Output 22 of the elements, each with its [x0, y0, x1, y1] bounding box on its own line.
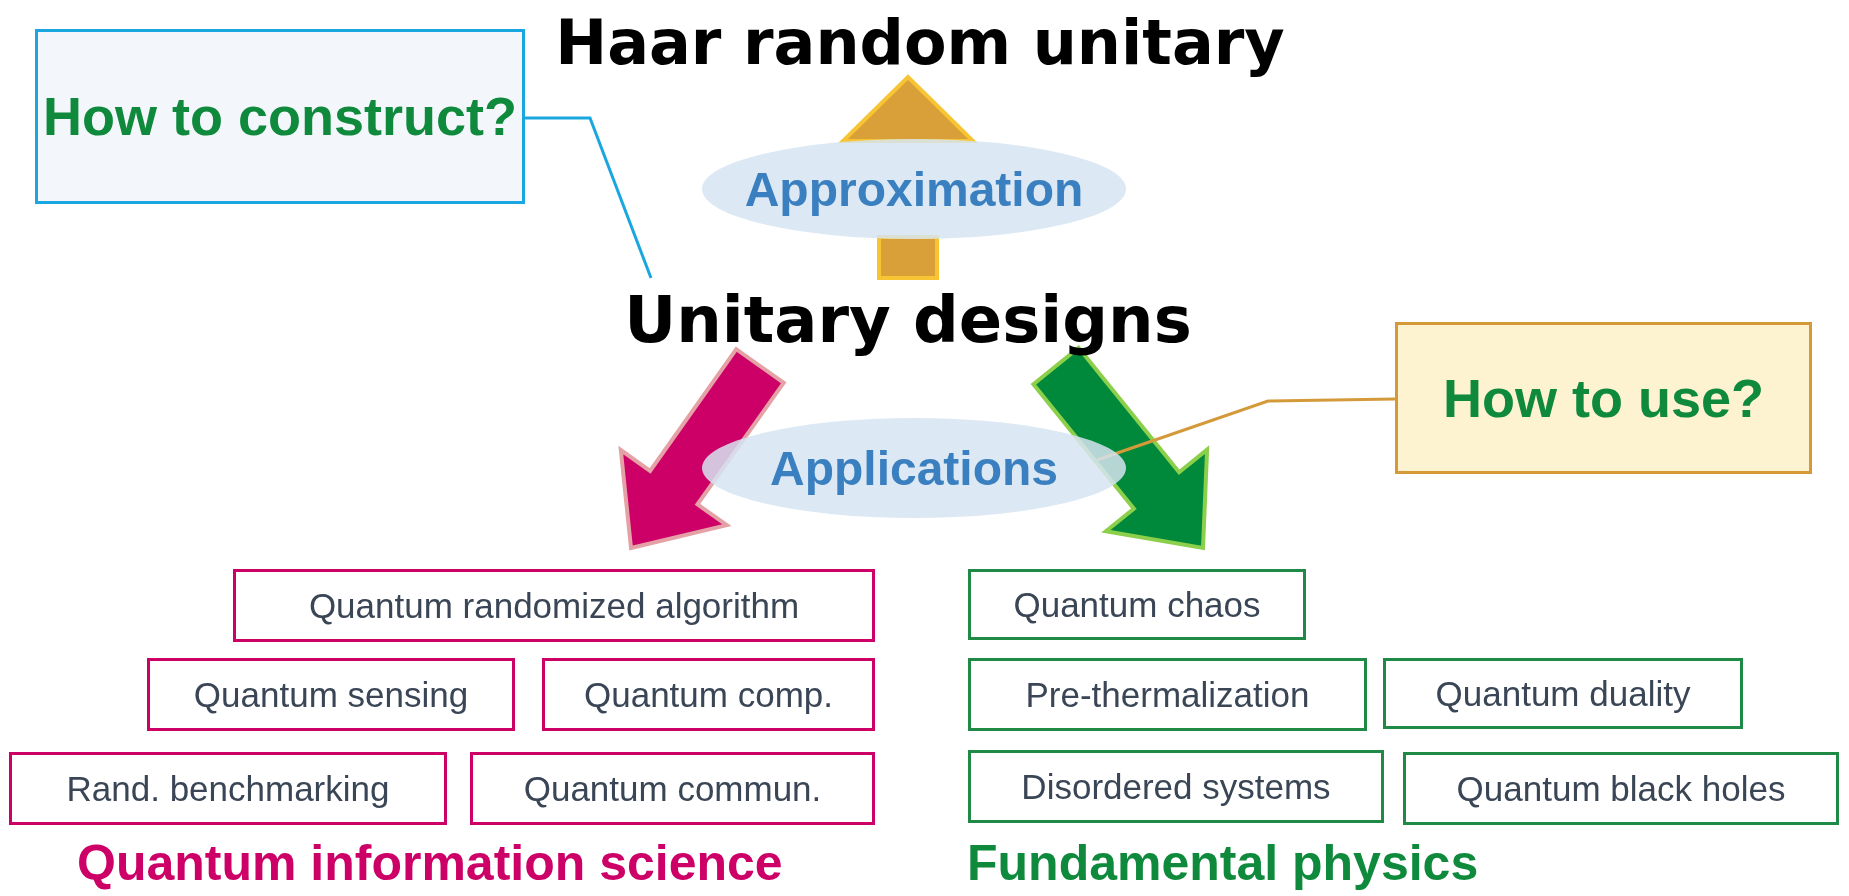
ellipse-label: Applications: [702, 418, 1126, 518]
heading-text: Unitary designs: [624, 283, 1192, 357]
group-heading: Fundamental physics: [967, 834, 1479, 892]
block-arrow: [1030, 345, 1210, 551]
topic-box: Rand. benchmarking: [9, 752, 447, 825]
topic-box: Quantum duality: [1383, 658, 1743, 729]
topic-box: Pre-thermalization: [968, 658, 1367, 731]
group-heading: Quantum information science: [77, 834, 783, 892]
callout-box: How to use?: [1395, 322, 1812, 474]
callout-box: How to construct?: [35, 29, 525, 204]
title-text: Haar random unitary: [555, 6, 1285, 79]
ellipse-label: Approximation: [702, 139, 1126, 239]
block-arrow: [838, 74, 978, 143]
topic-box: Quantum commun.: [470, 752, 875, 825]
block-arrow: [618, 346, 787, 551]
leader-line: [525, 116, 653, 279]
topic-box: Quantum comp.: [542, 658, 875, 731]
topic-box: Quantum chaos: [968, 569, 1306, 640]
topic-box: Quantum randomized algorithm: [233, 569, 875, 642]
topic-box: Disordered systems: [968, 750, 1384, 823]
topic-box: Quantum sensing: [147, 658, 515, 731]
topic-box: Quantum black holes: [1403, 752, 1839, 825]
